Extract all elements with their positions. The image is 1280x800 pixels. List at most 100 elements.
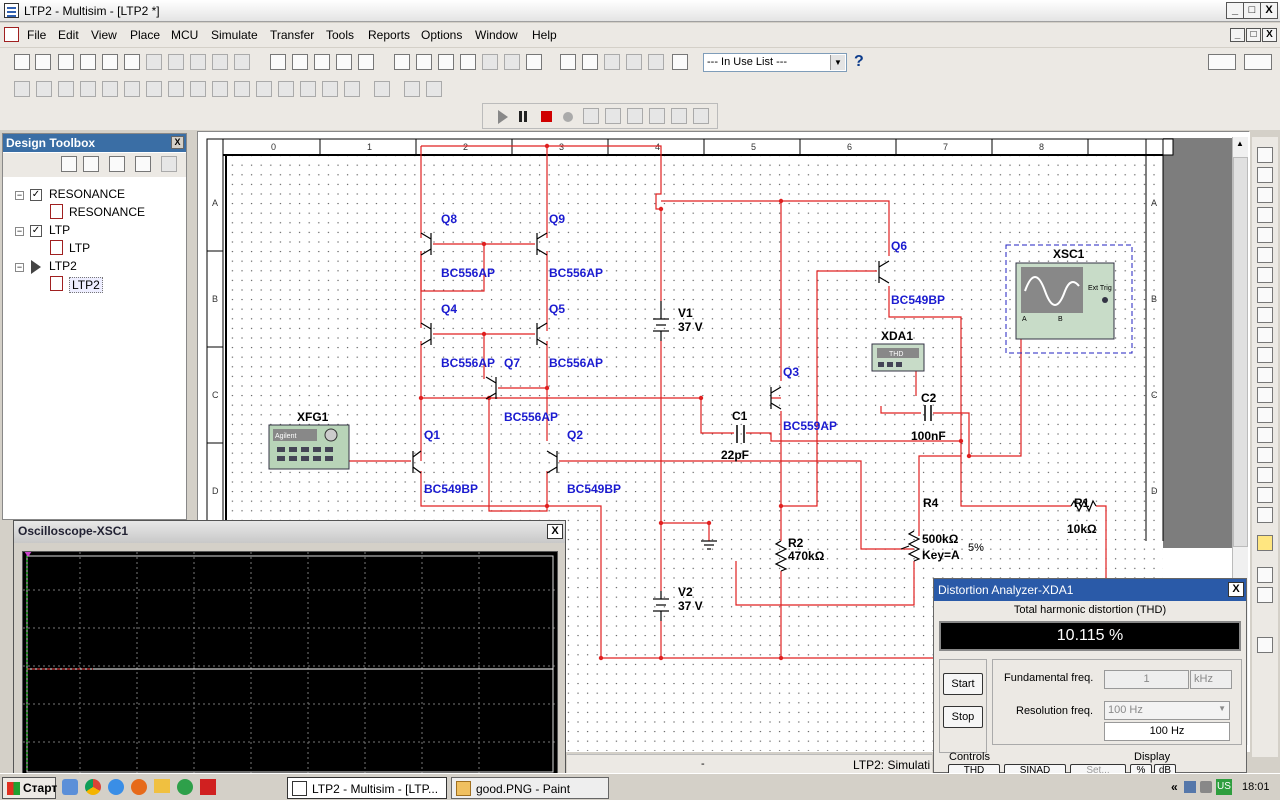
menu-help[interactable]: Help [532, 28, 557, 42]
menu-mcu[interactable]: MCU [171, 28, 199, 42]
iv-analyzer-icon[interactable] [1257, 347, 1273, 363]
open-sample-icon[interactable] [58, 54, 74, 70]
menu-reports[interactable]: Reports [368, 28, 411, 42]
pause-icon[interactable] [519, 111, 522, 122]
component-wizard-icon[interactable] [482, 54, 498, 70]
design-toolbox-close-button[interactable]: X [171, 136, 184, 149]
delete-sheet-icon[interactable] [161, 156, 177, 172]
logic-converter-icon[interactable] [1257, 327, 1273, 343]
minimize-button[interactable]: _ [1226, 2, 1244, 19]
mdi-close-button[interactable]: X [1262, 28, 1277, 42]
agilent-multimeter-icon[interactable] [1257, 447, 1273, 463]
bom-icon[interactable] [560, 54, 576, 70]
collapse-icon[interactable]: − [15, 262, 24, 272]
transfer-icon[interactable] [626, 54, 642, 70]
maximize-button[interactable]: □ [1243, 2, 1261, 19]
menu-options[interactable]: Options [421, 28, 463, 42]
in-use-list-dropdown[interactable]: --- In Use List --- ▼ [703, 53, 847, 72]
mdi-minimize-button[interactable]: _ [1230, 28, 1245, 42]
step-icon[interactable] [583, 108, 599, 124]
bode-plotter-icon[interactable] [1257, 247, 1273, 263]
rf-icon[interactable] [300, 81, 316, 97]
distortion-title-bar[interactable]: Distortion Analyzer-XDA1 [934, 579, 1246, 601]
start-button[interactable]: Start [943, 673, 983, 695]
collapse-icon[interactable]: − [15, 190, 24, 200]
agilent-generator-icon[interactable] [1257, 427, 1273, 443]
fundamental-freq-unit[interactable]: kHz [1190, 670, 1232, 689]
step-over-icon[interactable] [627, 108, 643, 124]
fundamental-freq-input[interactable]: 1 [1104, 670, 1189, 689]
transistor-icon[interactable] [80, 81, 96, 97]
probe-tool-icon[interactable] [1257, 587, 1273, 603]
close-button[interactable]: X [1260, 2, 1278, 19]
undo-icon[interactable] [212, 54, 228, 70]
open-folder-icon[interactable] [35, 54, 51, 70]
quicklaunch-icon[interactable] [62, 779, 78, 795]
spreadsheet-view-icon[interactable] [438, 54, 454, 70]
tree-item-ltp2[interactable]: LTP2 [49, 259, 77, 273]
language-indicator[interactable]: US [1216, 779, 1232, 795]
power-icon[interactable] [234, 81, 250, 97]
logic-analyzer-icon[interactable] [1257, 307, 1273, 323]
tree-item-resonance-sheet[interactable]: RESONANCE [69, 205, 146, 219]
checkbox-icon[interactable]: ✓ [30, 225, 42, 237]
postprocessor-icon[interactable] [504, 54, 520, 70]
redo-icon[interactable] [234, 54, 250, 70]
app-icon[interactable] [200, 779, 216, 795]
help-icon[interactable]: ? [854, 53, 864, 70]
oscilloscope-icon[interactable] [1257, 207, 1273, 223]
folder-icon[interactable] [154, 779, 170, 793]
ttl-icon[interactable] [124, 81, 140, 97]
indicator-icon[interactable] [212, 81, 228, 97]
grapher-icon[interactable] [526, 54, 542, 70]
current-probe-icon[interactable] [1257, 567, 1273, 583]
save-icon[interactable] [80, 54, 96, 70]
print-preview-icon[interactable] [124, 54, 140, 70]
new-sheet-icon[interactable] [61, 156, 77, 172]
four-channel-scope-icon[interactable] [1257, 227, 1273, 243]
tree-item-resonance[interactable]: RESONANCE [49, 187, 126, 201]
measurement-probe-icon[interactable] [1257, 507, 1273, 523]
connector-icon[interactable] [426, 81, 442, 97]
tektronix-scope-icon[interactable] [1257, 487, 1273, 503]
function-generator-icon[interactable] [1257, 167, 1273, 183]
spectrum-analyzer-icon[interactable] [1257, 387, 1273, 403]
network-icon[interactable] [1184, 781, 1196, 793]
tree-item-ltp[interactable]: LTP [49, 223, 71, 237]
zoom-fit-icon[interactable] [358, 54, 374, 70]
mdi-restore-button[interactable]: □ [1246, 28, 1261, 42]
breakpoint-icon[interactable] [563, 112, 573, 122]
print-icon[interactable] [102, 54, 118, 70]
erc-icon[interactable] [582, 54, 598, 70]
checkbox-icon[interactable]: ✓ [30, 189, 42, 201]
agilent-scope-icon[interactable] [1257, 467, 1273, 483]
firefox-icon[interactable] [131, 779, 147, 795]
oscilloscope-close-button[interactable]: X [547, 524, 563, 539]
oscilloscope-xsc1-instrument[interactable] [1005, 244, 1133, 354]
media-player-icon[interactable] [177, 779, 193, 795]
open-sheet-icon[interactable] [83, 156, 99, 172]
collapse-icon[interactable]: − [15, 226, 24, 236]
back-annotate-icon[interactable] [648, 54, 664, 70]
tray-expand-icon[interactable]: « [1171, 780, 1178, 794]
misc-icon[interactable] [256, 81, 272, 97]
menu-place[interactable]: Place [130, 28, 161, 42]
in-use-list-icon[interactable] [672, 54, 688, 70]
bus-icon[interactable] [374, 81, 390, 97]
copy-icon[interactable] [168, 54, 184, 70]
chrome-icon[interactable] [85, 779, 101, 795]
distortion-close-button[interactable]: X [1228, 582, 1244, 597]
diode-icon[interactable] [58, 81, 74, 97]
probe-icon[interactable] [671, 108, 687, 124]
step-into-icon[interactable] [605, 108, 621, 124]
task-paint[interactable]: good.PNG - Paint [451, 777, 609, 799]
instrument-view-icon[interactable] [1208, 54, 1236, 70]
document-icon[interactable] [4, 27, 19, 42]
run-icon[interactable] [498, 110, 508, 124]
paste-icon[interactable] [190, 54, 206, 70]
oscilloscope-screen[interactable] [22, 551, 558, 777]
new-file-icon[interactable] [14, 54, 30, 70]
electromech-icon[interactable] [322, 81, 338, 97]
start-button[interactable]: Старт [2, 777, 57, 799]
save-sheet-icon[interactable] [109, 156, 125, 172]
